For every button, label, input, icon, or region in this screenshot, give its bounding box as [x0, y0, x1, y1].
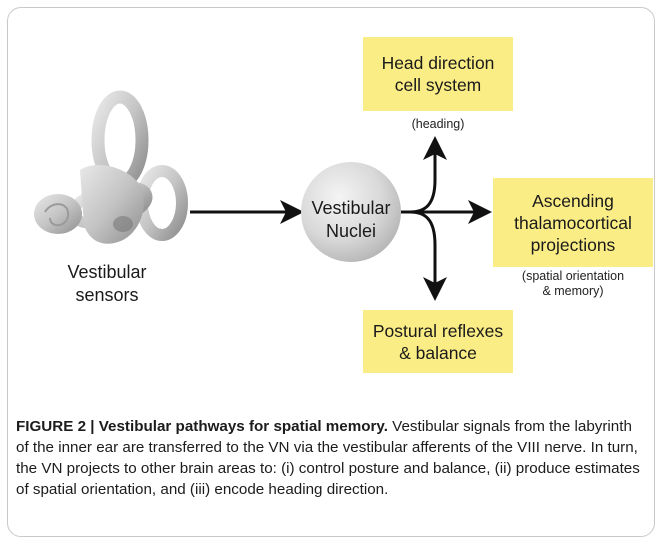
- figure-frame: [7, 7, 655, 537]
- ascending-projections-label: Ascending thalamocortical projections: [514, 190, 632, 255]
- head-direction-box: Head direction cell system: [363, 37, 513, 111]
- postural-reflexes-label: Postural reflexes & balance: [372, 320, 504, 363]
- head-direction-label: Head direction cell system: [381, 53, 495, 95]
- vestibular-nuclei-label: Vestibular Nuclei: [311, 198, 391, 241]
- ascending-projections-box: Ascending thalamocortical projections: [493, 178, 653, 267]
- arrow-to-postural: [409, 210, 447, 301]
- heading-annotation: (heading): [411, 117, 465, 131]
- branching-arrows: [401, 136, 492, 301]
- spatial-annotation: (spatial orientation & memory): [521, 269, 625, 298]
- figure-caption: FIGURE 2 | Vestibular pathways for spati…: [16, 416, 648, 500]
- postural-reflexes-box: Postural reflexes & balance: [363, 310, 513, 373]
- vestibular-sensors-label: Vestibular sensors: [67, 262, 147, 305]
- caption-label: FIGURE 2 | Vestibular pathways for spati…: [16, 418, 388, 435]
- inner-ear-labyrinth-icon: [34, 90, 188, 244]
- vestibular-nuclei-node: [301, 162, 401, 262]
- arrow-to-head-direction: [409, 136, 447, 214]
- caption-text: Vestibular signals from the labyrinth of…: [16, 418, 640, 498]
